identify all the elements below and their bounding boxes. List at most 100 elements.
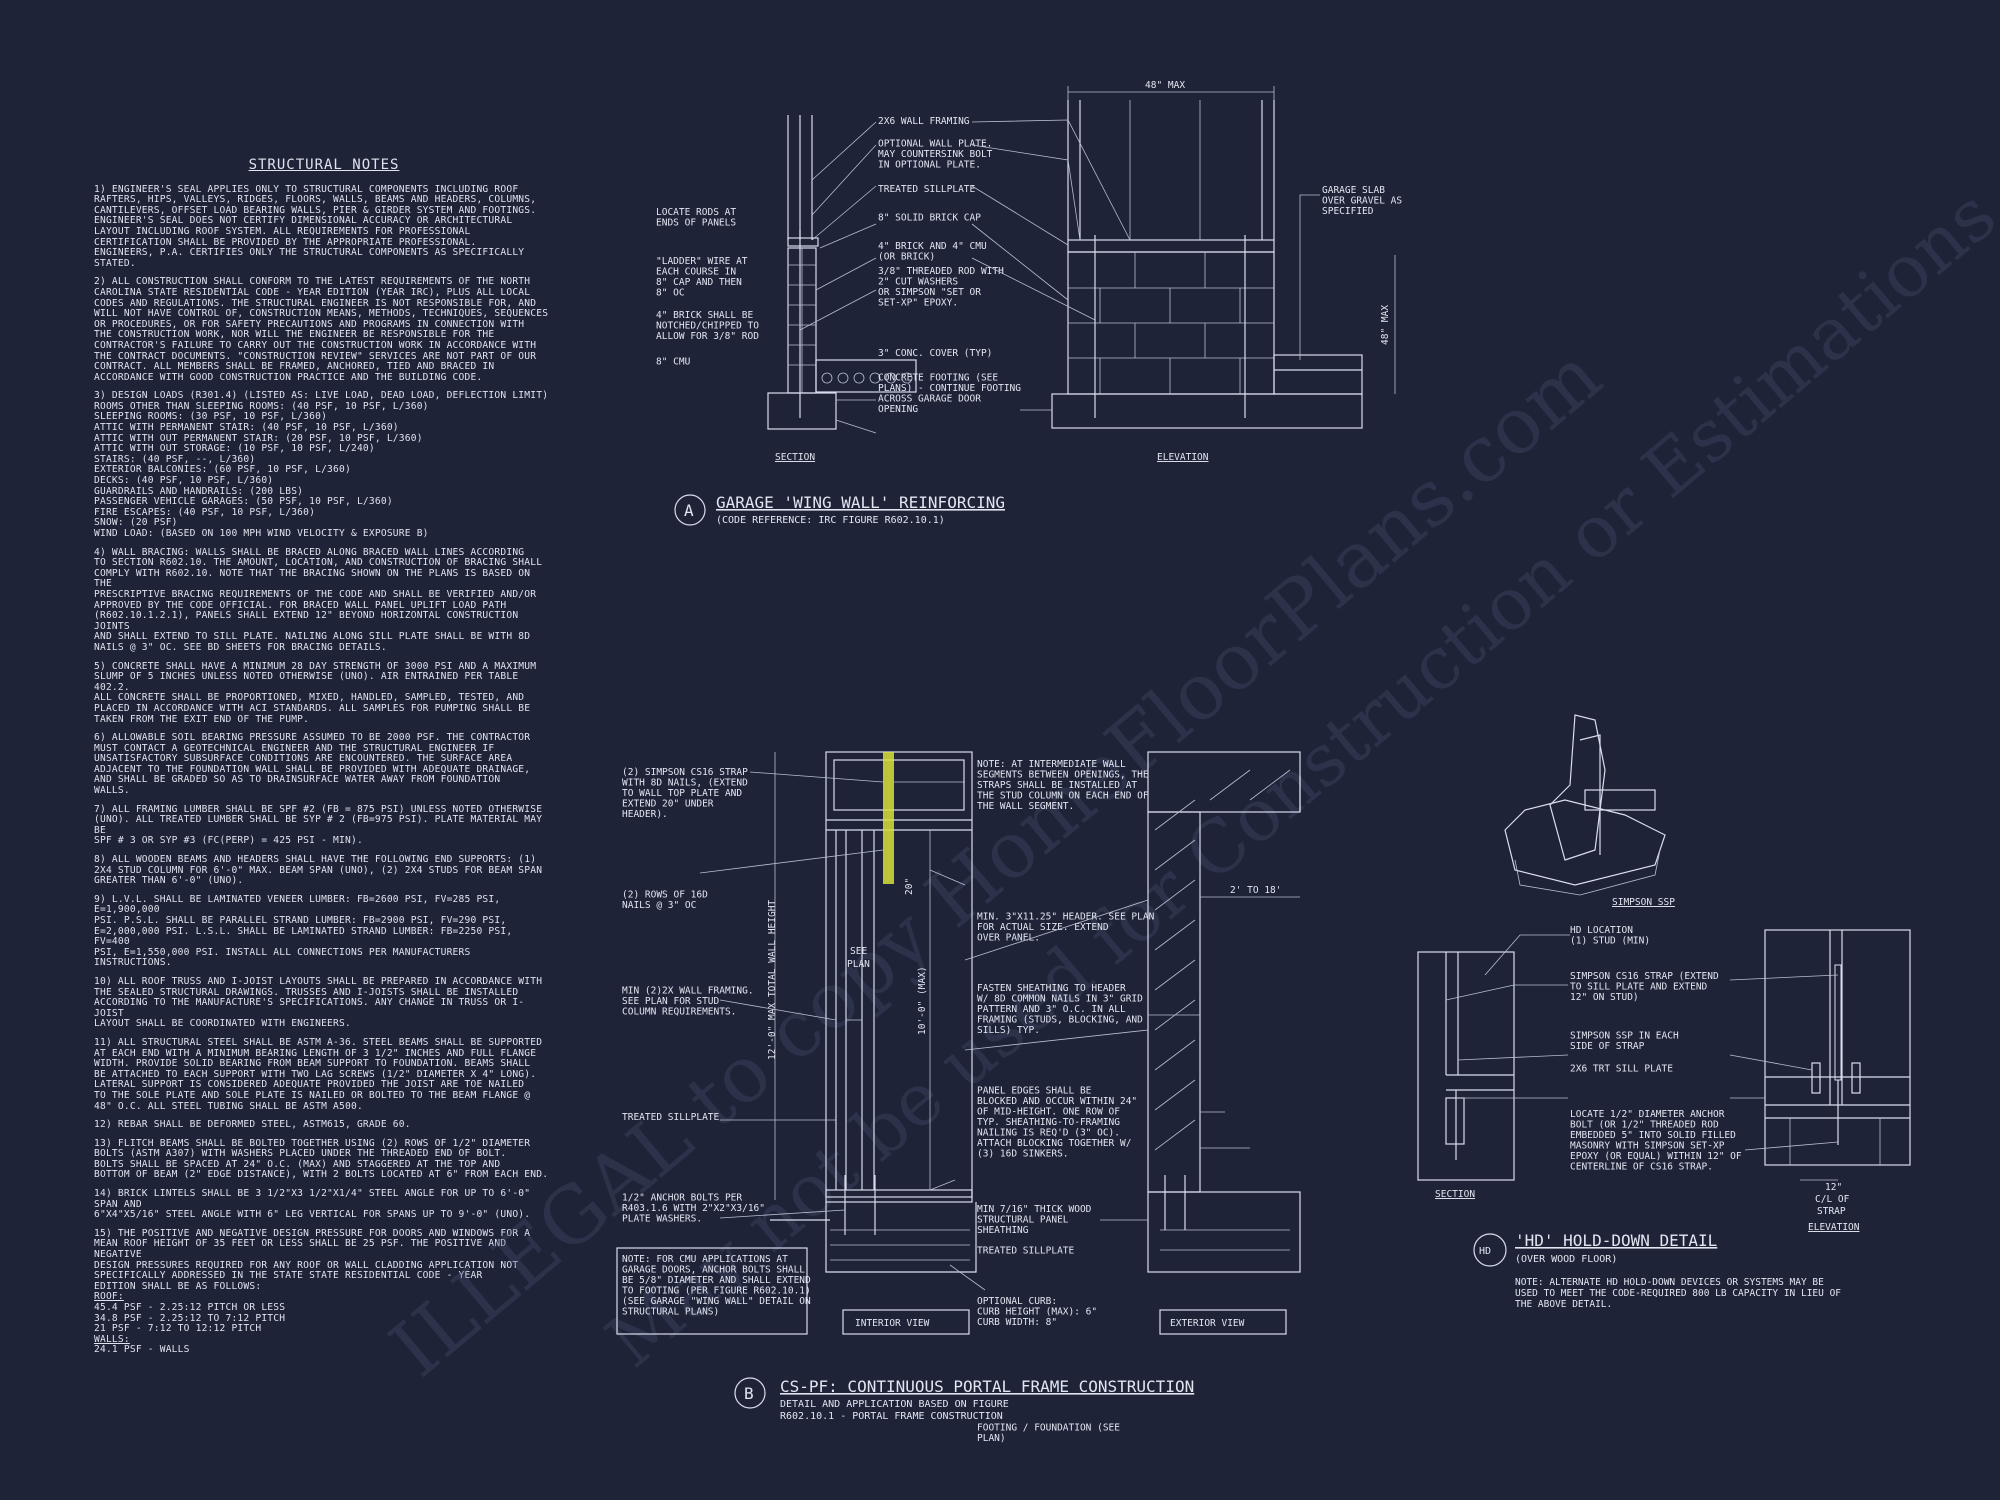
- callout-text: (OR BRICK): [878, 252, 935, 263]
- callout-text: EXTEND 20" UNDER: [622, 799, 714, 810]
- callout-text: PLANS) - CONTINUE FOOTING: [878, 383, 1021, 394]
- callout-text: 12" ON STUD): [1570, 992, 1639, 1003]
- detail-a-elevation-drawing: 48" MAX 48" MAX: [1051, 80, 1396, 429]
- detail-a-section-label: SECTION: [775, 452, 815, 463]
- note-line: 45.4 PSF - 2.25:12 PITCH OR LESS: [94, 1302, 286, 1313]
- callout-text: BLOCKED AND OCCUR WITHIN 24": [977, 1096, 1137, 1107]
- note-line: 13) FLITCH BEAMS SHALL BE BOLTED TOGETHE…: [94, 1137, 531, 1149]
- note-line: 10) ALL ROOF TRUSS AND I-JOIST LAYOUTS S…: [94, 975, 543, 987]
- detail-b-marker: B: [744, 1384, 754, 1403]
- callout-text: OPENING: [878, 404, 918, 415]
- callout-text: MIN 7/16" THICK WOOD: [977, 1204, 1092, 1215]
- note-line: WALLS:: [94, 1333, 130, 1345]
- note-paragraph: 13) FLITCH BEAMS SHALL BE BOLTED TOGETHE…: [94, 1137, 554, 1181]
- note-line: UNSATISFACTORY SUBSURFACE CONDITIONS ARE…: [94, 753, 513, 765]
- callout-text: STRUCTURAL PLANS): [622, 1307, 719, 1318]
- callout-text: 8" CMU: [656, 357, 691, 368]
- note-line: LAYOUT INCLUDING ROOF SYSTEM. ALL REQUIR…: [94, 225, 471, 237]
- note-line: AND SHALL EXTEND TO SILL PLATE. NAILING …: [94, 631, 531, 643]
- detail-a-subtitle: (CODE REFERENCE: IRC FIGURE R602.10.1): [716, 515, 945, 526]
- note-line: ROOF:: [94, 1291, 124, 1303]
- interior-view-box: [842, 1309, 970, 1335]
- hd-section-label: SECTION: [1435, 1189, 1475, 1200]
- note-line: BOTTOM OF BEAM (2" EDGE DISTANCE), WITH …: [94, 1169, 549, 1181]
- callout-text: NOTE: ALTERNATE HD HOLD-DOWN DEVICES OR …: [1515, 1277, 1824, 1288]
- note-line: 34.8 PSF - 2.25:12 TO 7:12 PITCH: [94, 1312, 286, 1324]
- callout-text: SIDE OF STRAP: [1570, 1041, 1645, 1052]
- note-line: 11) ALL STRUCTURAL STEEL SHALL BE ASTM A…: [94, 1036, 543, 1048]
- note-line: PSI, E=1,550,000 PSI. INSTALL ALL CONNEC…: [94, 946, 471, 969]
- callout-text: TO SILL PLATE AND EXTEND: [1570, 982, 1708, 993]
- callout-text: EPOXY (OR EQUAL) WITHIN 12" OF: [1570, 1151, 1742, 1162]
- note-line: (UNO). ALL TREATED LUMBER SHALL BE SYP #…: [94, 814, 543, 836]
- callout-text: OVER PANEL.: [977, 933, 1040, 944]
- callout-text: NOTCHED/CHIPPED TO: [656, 321, 759, 332]
- note-line: 21 PSF - 7:12 TO 12:12 PITCH: [94, 1323, 262, 1335]
- callout-text: BE 5/8" DIAMETER AND SHALL EXTEND: [622, 1275, 811, 1286]
- note-line: 6"x4"x5/16" STEEL ANGLE WITH 6" LEG VERT…: [94, 1209, 531, 1221]
- note-line: AND SHALL BE GRADED SO AS TO DRAINSURFAC…: [94, 774, 501, 786]
- note-line: BOLTS (ASTM A307) WITH WASHERS PLACED UN…: [94, 1148, 507, 1160]
- note-paragraph: 4) WALL BRACING: WALLS SHALL BE BRACED A…: [94, 547, 554, 654]
- note-line: LAYOUT SHALL BE COORDINATED WITH ENGINEE…: [94, 1018, 351, 1030]
- callout-text: 8" CAP AND THEN: [656, 277, 742, 288]
- note-line: FIRE ESCAPES: (40 PSF, 10 PSF, L/360): [94, 506, 316, 518]
- callout-text: GARAGE DOORS, ANCHOR BOLTS SHALL: [622, 1265, 805, 1276]
- callout-text: EMBEDDED 5" INTO SOLID FILLED: [1570, 1130, 1736, 1141]
- callout-text: FOOTING / FOUNDATION (SEE: [977, 1423, 1120, 1434]
- callout-text: 3/8" THREADED ROD WITH: [878, 266, 1004, 277]
- callout-text: HEADER).: [622, 809, 668, 820]
- callout-text: HD LOCATION: [1570, 925, 1633, 936]
- hd-marker: HD: [1479, 1246, 1491, 1257]
- detail-b-plan: PLAN: [847, 959, 870, 970]
- note-paragraph: 10) ALL ROOF TRUSS AND I-JOIST LAYOUTS S…: [94, 975, 554, 1030]
- note-paragraph: 11) ALL STRUCTURAL STEEL SHALL BE ASTM A…: [94, 1036, 554, 1112]
- detail-a-height-dim: 48" MAX: [1380, 305, 1391, 345]
- callout-text: LOCATE RODS AT: [656, 207, 736, 218]
- callout-text: 4" BRICK SHALL BE: [656, 310, 754, 321]
- exterior-view-label: EXTERIOR VIEW: [1170, 1318, 1245, 1329]
- callout-text: SET-XP" EPOXY.: [878, 298, 958, 309]
- notes-title: STRUCTURAL NOTES: [248, 157, 400, 173]
- callout-text: CONCRETE FOOTING (SEE: [878, 373, 998, 384]
- note-line: GREATER THAN 6'-0" (UNO).: [94, 875, 244, 887]
- note-paragraph: 3) DESIGN LOADS (R301.4) (LISTED AS: LIV…: [94, 391, 554, 539]
- hd-dim-12: 12": [1825, 1182, 1842, 1193]
- callout-text: (2) SIMPSON CS16 STRAP: [622, 767, 748, 778]
- callout-text: MASONRY WITH SIMPSON SET-XP: [1570, 1141, 1725, 1152]
- note-line: CODES AND REGULATIONS. THE STRUCTURAL EN…: [94, 297, 537, 309]
- note-line: CONTRACTOR'S FAILURE TO CARRY OUT THE CO…: [94, 339, 537, 351]
- detail-b-total-dim: 12'-0" MAX TOTAL WALL HEIGHT: [767, 900, 778, 1060]
- detail-b-note-box: [616, 1247, 808, 1335]
- note-line: ENGINEER'S SEAL DOES NOT CERTIFY DIMENSI…: [94, 215, 513, 227]
- callout-text: 2x6 WALL FRAMING: [878, 116, 970, 127]
- callout-text: SIMPSON CS16 STRAP (EXTEND: [1570, 971, 1719, 982]
- callout-text: SEGMENTS BETWEEN OPENINGS, THE: [977, 770, 1149, 781]
- note-line: PASSENGER VEHICLE GARAGES: (50 PSF, 10 P…: [94, 496, 393, 508]
- note-line: OR PROCEDURES, OR FOR SAFETY PRECAUTIONS…: [94, 318, 525, 330]
- callout-text: NOTE: FOR CMU APPLICATIONS AT: [622, 1254, 788, 1265]
- note-line: EDITION SHALL BE AS FOLLOWS:: [94, 1280, 262, 1292]
- callout-text: OF MID-HEIGHT. ONE ROW OF: [977, 1107, 1120, 1118]
- callout-text: 8" OC: [656, 288, 685, 299]
- note-line: ATTIC WITH OUT PERMANENT STAIR: (20 PSF,…: [94, 432, 423, 444]
- note-line: ATTIC WITH OUT STORAGE: (10 PSF, 10 PSF,…: [94, 443, 375, 455]
- note-paragraph: 2) ALL CONSTRUCTION SHALL CONFORM TO THE…: [94, 277, 554, 383]
- hd-dim-cl: C/L OF: [1815, 1194, 1850, 1205]
- callout-text: SIMPSON SSP IN EACH: [1570, 1031, 1679, 1042]
- callout-text: OPTIONAL WALL PLATE.: [878, 139, 992, 150]
- detail-hd: SIMPSON SSP HD LOCATION(1) STUD (MIN: [1417, 714, 1911, 1310]
- hd-dim-strap: STRAP: [1817, 1206, 1846, 1217]
- callout-text: TREATED SILLPLATE: [977, 1246, 1075, 1257]
- callout-text: THE ABOVE DETAIL.: [1515, 1299, 1612, 1310]
- callout-text: STRUCTURAL PANEL: [977, 1215, 1069, 1226]
- callout-text: EACH COURSE IN: [656, 267, 736, 278]
- note-line: CAROLINA STATE RESIDENTIAL CODE - YEAR E…: [94, 286, 531, 298]
- note-line: CERTIFICATION SHALL BE PROVIDED BY THE A…: [94, 236, 477, 248]
- detail-b-20-dim: 20": [904, 878, 915, 895]
